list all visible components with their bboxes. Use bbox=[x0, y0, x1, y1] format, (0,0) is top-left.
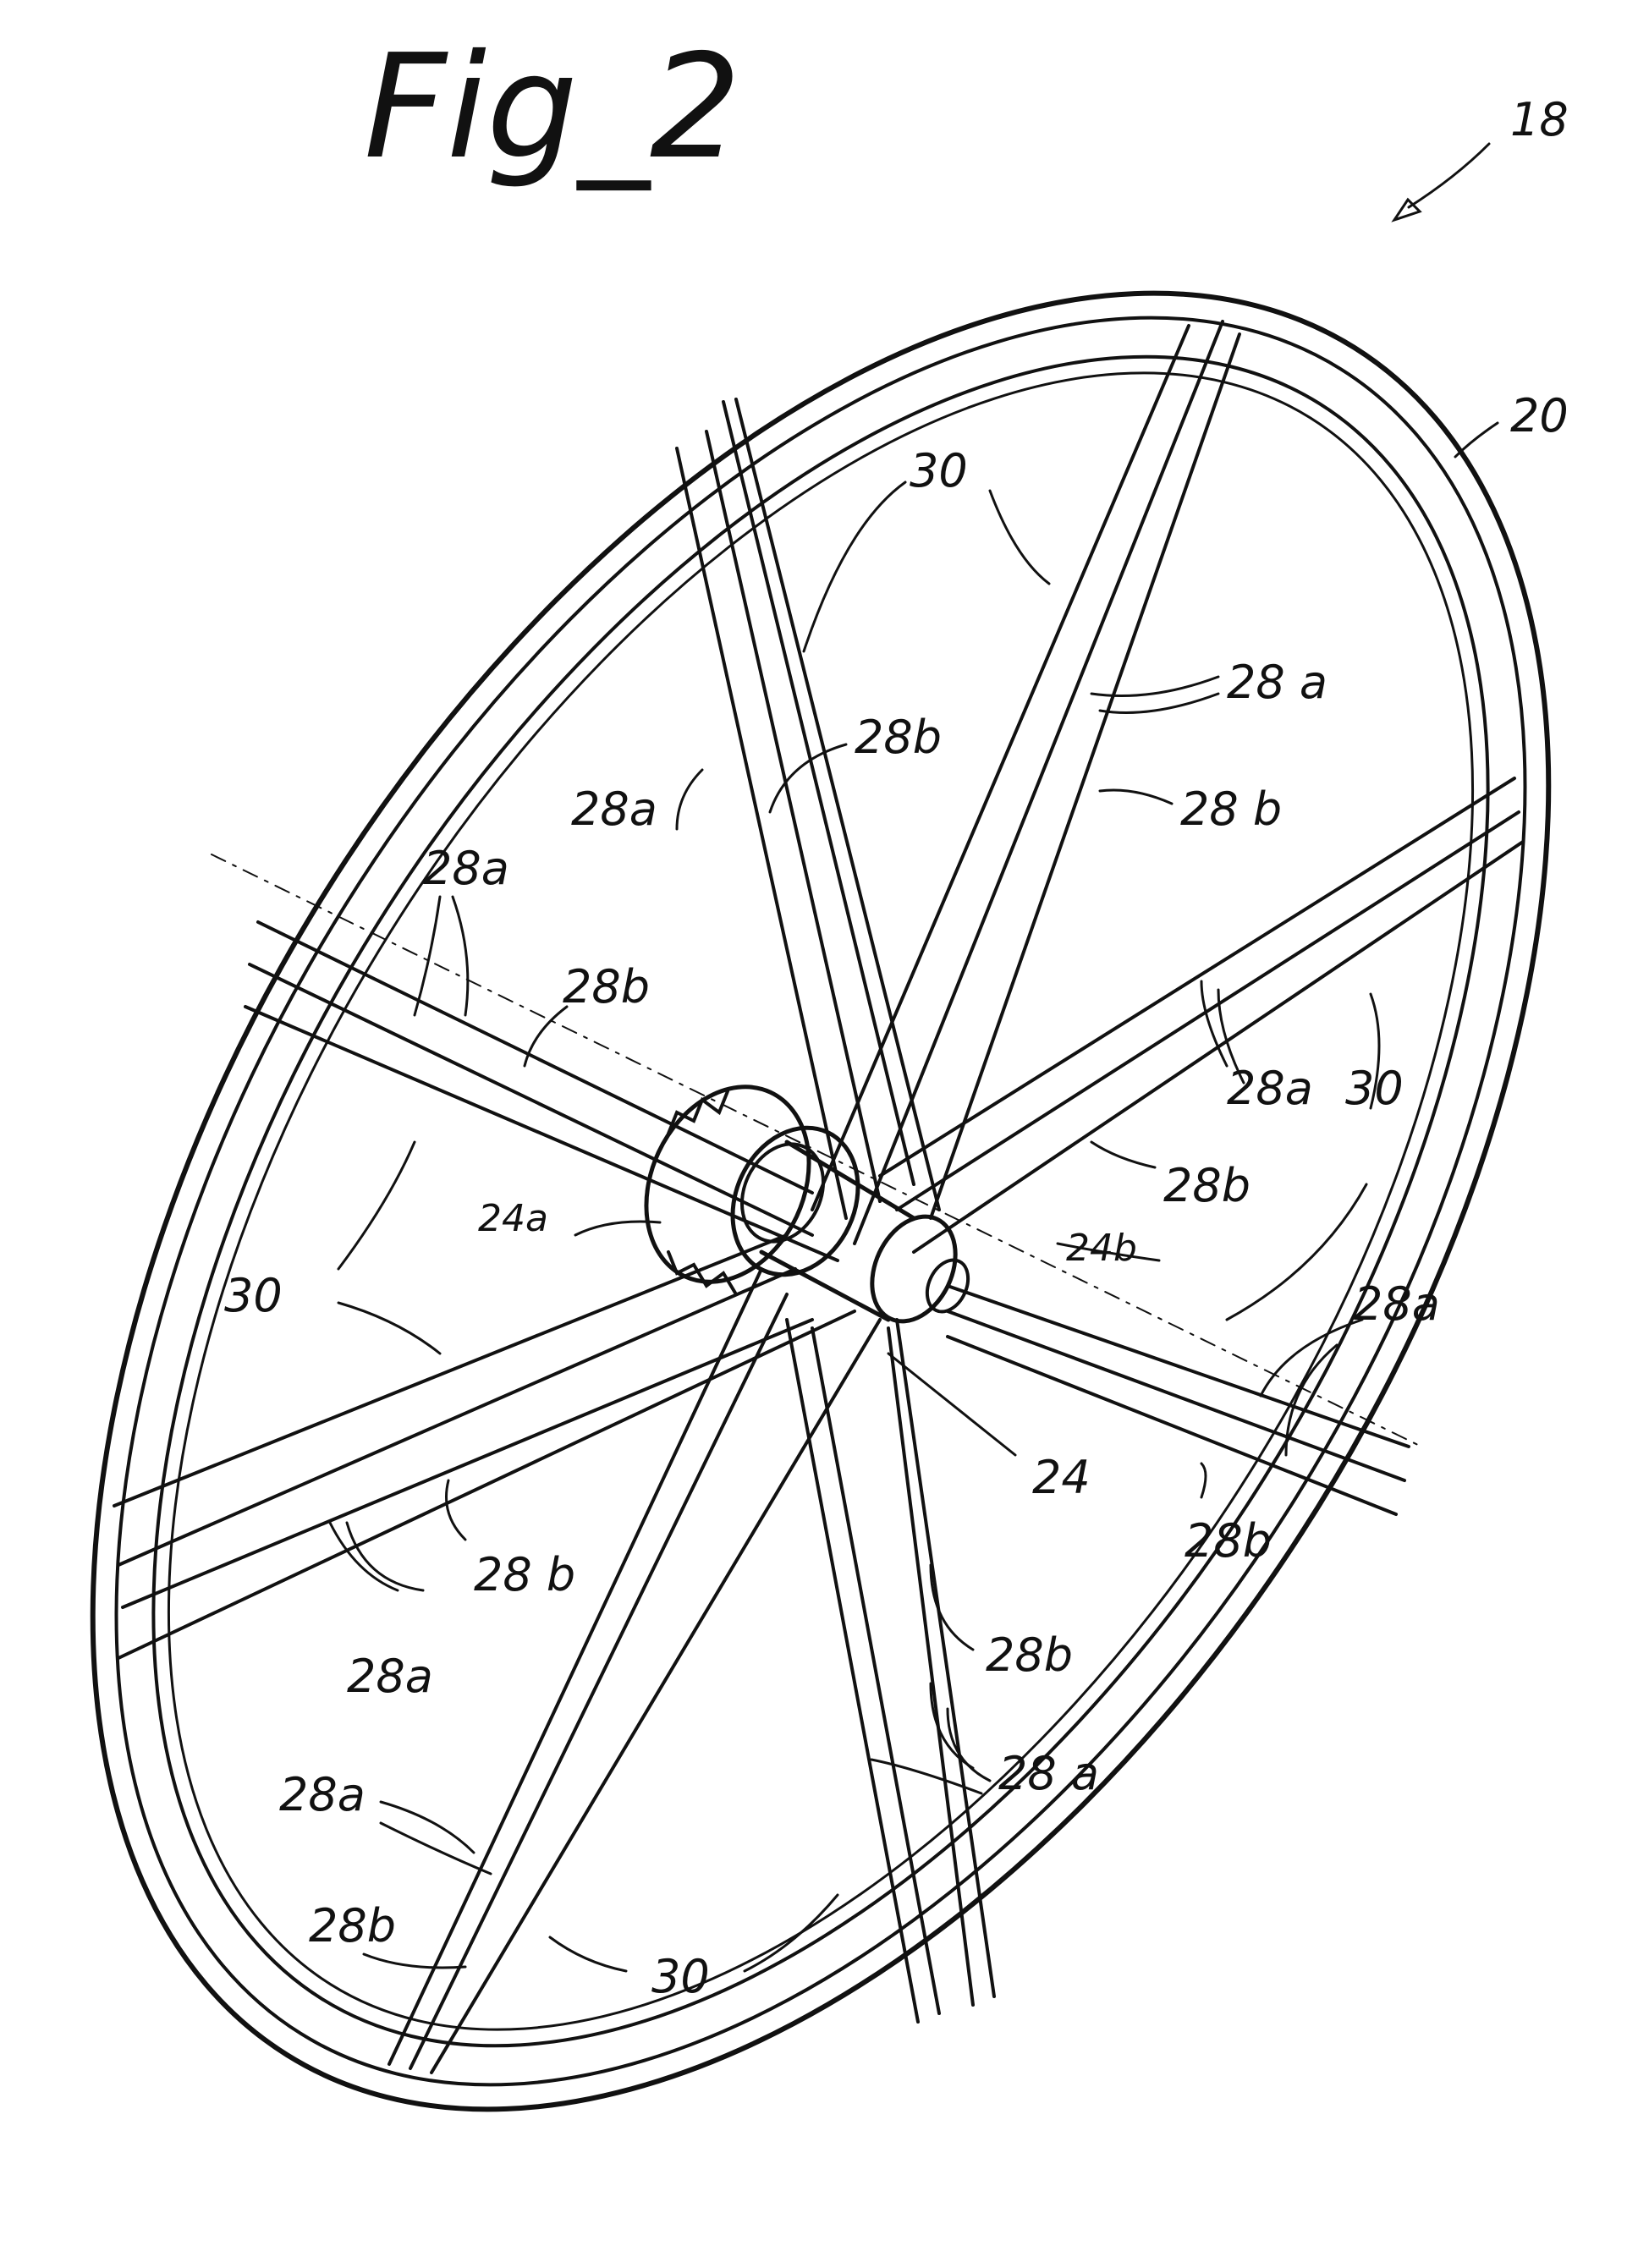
label-28a-right: 28a bbox=[1227, 1062, 1313, 1115]
hub bbox=[616, 1060, 976, 1335]
label-24: 24 bbox=[1032, 1451, 1091, 1504]
label-28a-top-center: 28a bbox=[571, 783, 657, 836]
label-18: 18 bbox=[1510, 93, 1569, 146]
label-28b-top-right: 28 b bbox=[1180, 783, 1282, 836]
label-28b-right: 28b bbox=[1163, 1159, 1250, 1212]
label-20: 20 bbox=[1510, 389, 1569, 442]
label-30-top: 30 bbox=[910, 444, 968, 497]
label-28b-bottom-right: 28b bbox=[986, 1628, 1073, 1682]
label-28a-top-right: 28 a bbox=[1227, 656, 1327, 709]
label-30-right: 30 bbox=[1345, 1062, 1404, 1115]
figure-title: Fig_2 bbox=[364, 24, 741, 191]
label-28a-bottom-left: 28a bbox=[279, 1768, 366, 1821]
label-30-left: 30 bbox=[224, 1269, 283, 1322]
label-28b-left-lower: 28 b bbox=[474, 1548, 575, 1601]
label-28a-bottom-right: 28 a bbox=[998, 1747, 1099, 1800]
label-28a-left: 28a bbox=[423, 842, 509, 895]
rim bbox=[0, 38, 1638, 2268]
label-28a-right-lower: 28a bbox=[1354, 1277, 1440, 1331]
label-28b-top-center: 28b bbox=[855, 711, 942, 764]
leader-lines bbox=[330, 144, 1498, 1971]
label-28b-right-lower: 28b bbox=[1185, 1514, 1272, 1568]
label-30-bottom: 30 bbox=[651, 1950, 710, 2003]
label-24a: 24a bbox=[478, 1197, 548, 1240]
label-24b: 24b bbox=[1066, 1227, 1137, 1270]
label-28b-left: 28b bbox=[563, 960, 650, 1013]
label-28b-bottom-left: 28b bbox=[309, 1899, 396, 1952]
label-28a-left-lower: 28a bbox=[347, 1650, 433, 1703]
